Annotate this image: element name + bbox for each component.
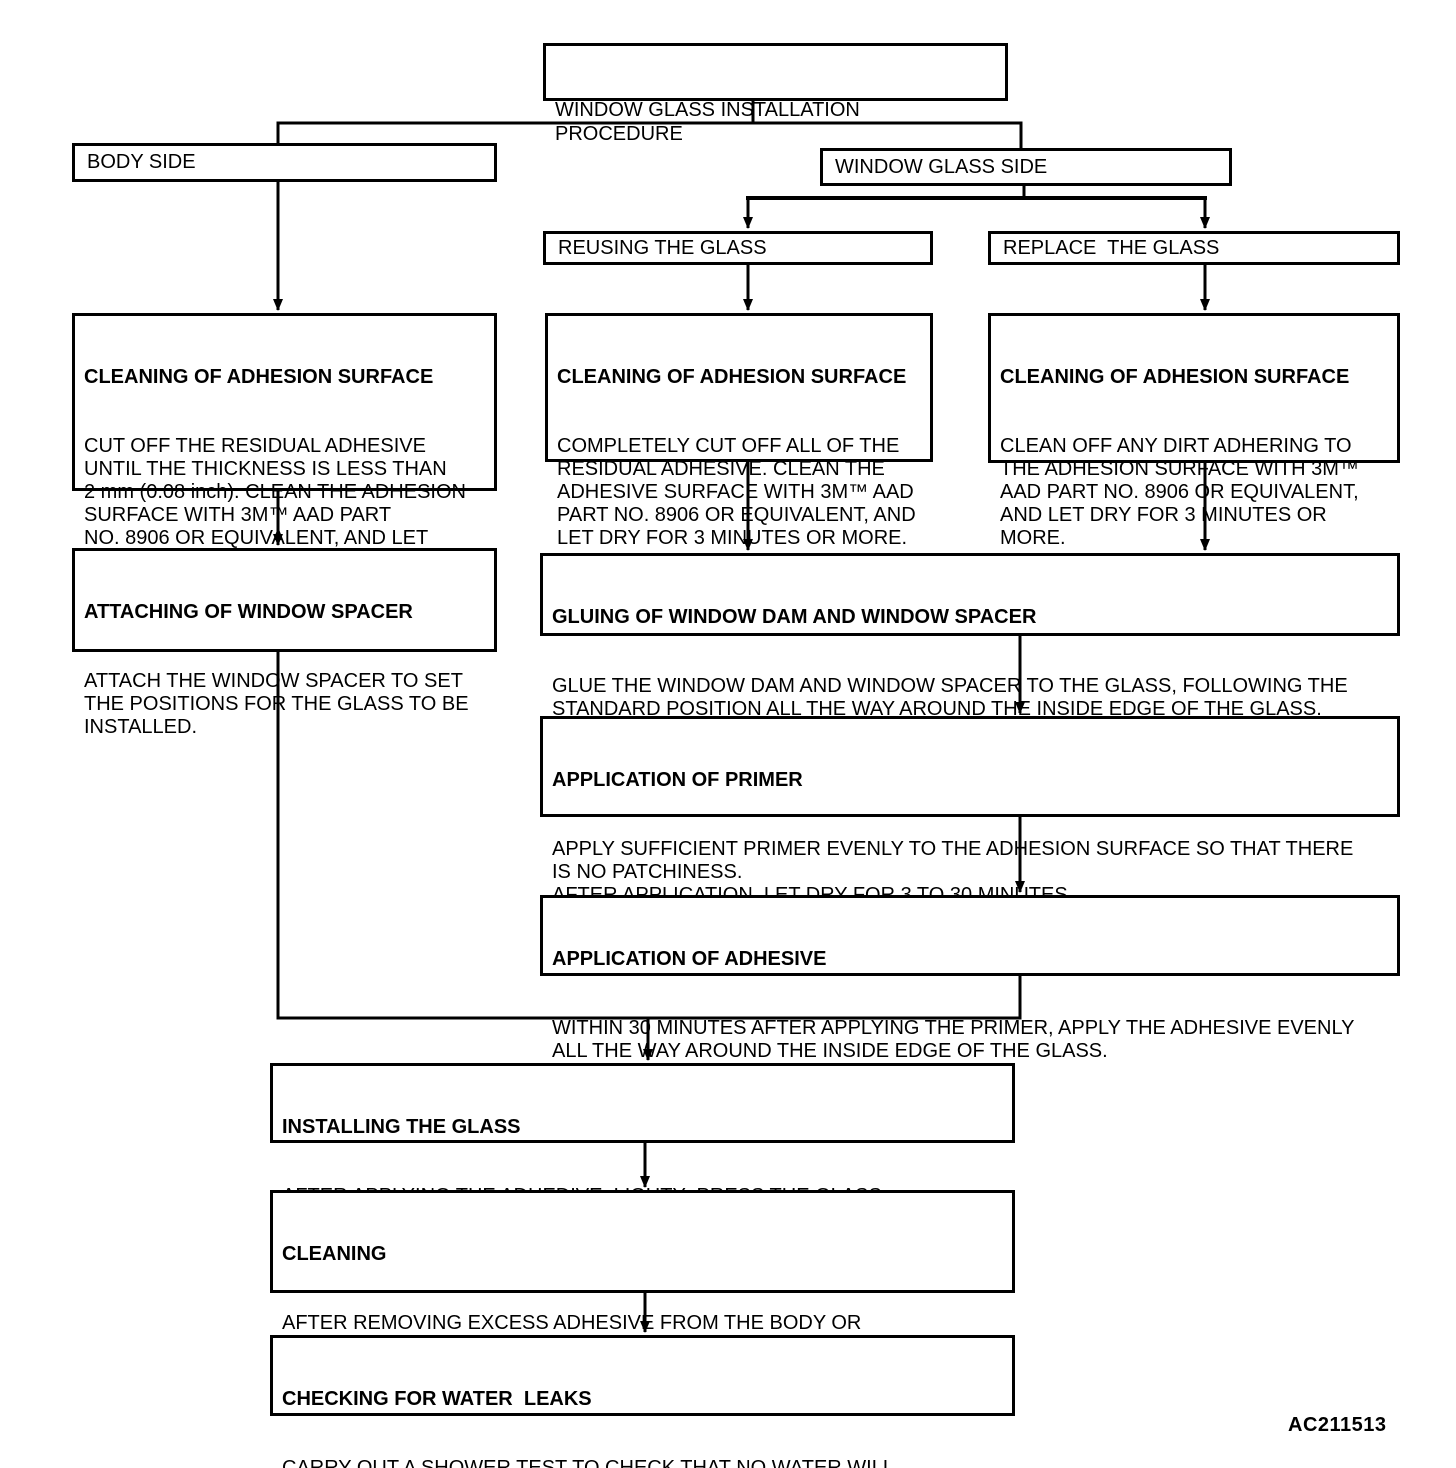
node-text: GLUE THE WINDOW DAM AND WINDOW SPACER TO…	[552, 675, 1348, 720]
node-text: WITHIN 30 MINUTES AFTER APPLYING THE PRI…	[552, 1017, 1355, 1062]
node-heading: CLEANING OF ADHESION SURFACE	[1000, 366, 1350, 388]
procedure-title-text: WINDOW GLASS INSTALLATION PROCEDURE	[555, 99, 860, 145]
node-heading: CLEANING OF ADHESION SURFACE	[84, 366, 434, 388]
node-text: CLEAN OFF ANY DIRT ADHERING TO THE ADHES…	[1000, 435, 1359, 549]
node-text: COMPLETELY CUT OFF ALL OF THE RESIDUAL A…	[557, 435, 916, 549]
node-heading: CLEANING OF ADHESION SURFACE	[557, 366, 907, 388]
figure-code: AC211513	[1288, 1414, 1387, 1436]
node-cleaning-adhesion-body: CLEANING OF ADHESION SURFACE CUT OFF THE…	[72, 313, 497, 572]
node-window-glass-side: WINDOW GLASS SIDE	[820, 148, 1232, 186]
node-reusing-the-glass: REUSING THE GLASS	[543, 231, 933, 265]
node-heading: APPLICATION OF ADHESIVE	[552, 948, 827, 970]
node-replace-the-glass: REPLACE THE GLASS	[988, 231, 1400, 265]
node-text: CARRY OUT A SHOWER TEST TO CHECK THAT NO…	[282, 1457, 894, 1468]
node-text: ATTACH THE WINDOW SPACER TO SET THE POSI…	[84, 670, 469, 738]
node-heading: CLEANING	[282, 1243, 387, 1265]
node-body-side: BODY SIDE	[72, 143, 497, 182]
node-installing-glass: INSTALLING THE GLASS AFTER APPLYING THE …	[270, 1063, 1015, 1230]
node-cleaning: CLEANING AFTER REMOVING EXCESS ADHESIVE …	[270, 1190, 1015, 1380]
node-heading: CHECKING FOR WATER LEAKS	[282, 1388, 592, 1410]
node-attaching-window-spacer: ATTACHING OF WINDOW SPACER ATTACH THE WI…	[72, 548, 497, 738]
node-heading: APPLICATION OF PRIMER	[552, 769, 803, 791]
node-checking-water-leaks: CHECKING FOR WATER LEAKS CARRY OUT A SHO…	[270, 1335, 1015, 1468]
node-cleaning-adhesion-replace: CLEANING OF ADHESION SURFACE CLEAN OFF A…	[988, 313, 1400, 549]
node-heading: INSTALLING THE GLASS	[282, 1116, 521, 1138]
node-procedure-title: WINDOW GLASS INSTALLATION PROCEDURE	[543, 43, 1008, 145]
node-cleaning-adhesion-reuse: CLEANING OF ADHESION SURFACE COMPLETELY …	[545, 313, 933, 549]
node-heading: ATTACHING OF WINDOW SPACER	[84, 601, 413, 623]
node-application-adhesive: APPLICATION OF ADHESIVE WITHIN 30 MINUTE…	[540, 895, 1400, 1062]
node-application-primer: APPLICATION OF PRIMER APPLY SUFFICIENT P…	[540, 716, 1400, 906]
node-gluing-dam-spacer: GLUING OF WINDOW DAM AND WINDOW SPACER G…	[540, 553, 1400, 720]
node-heading: GLUING OF WINDOW DAM AND WINDOW SPACER	[552, 606, 1037, 628]
